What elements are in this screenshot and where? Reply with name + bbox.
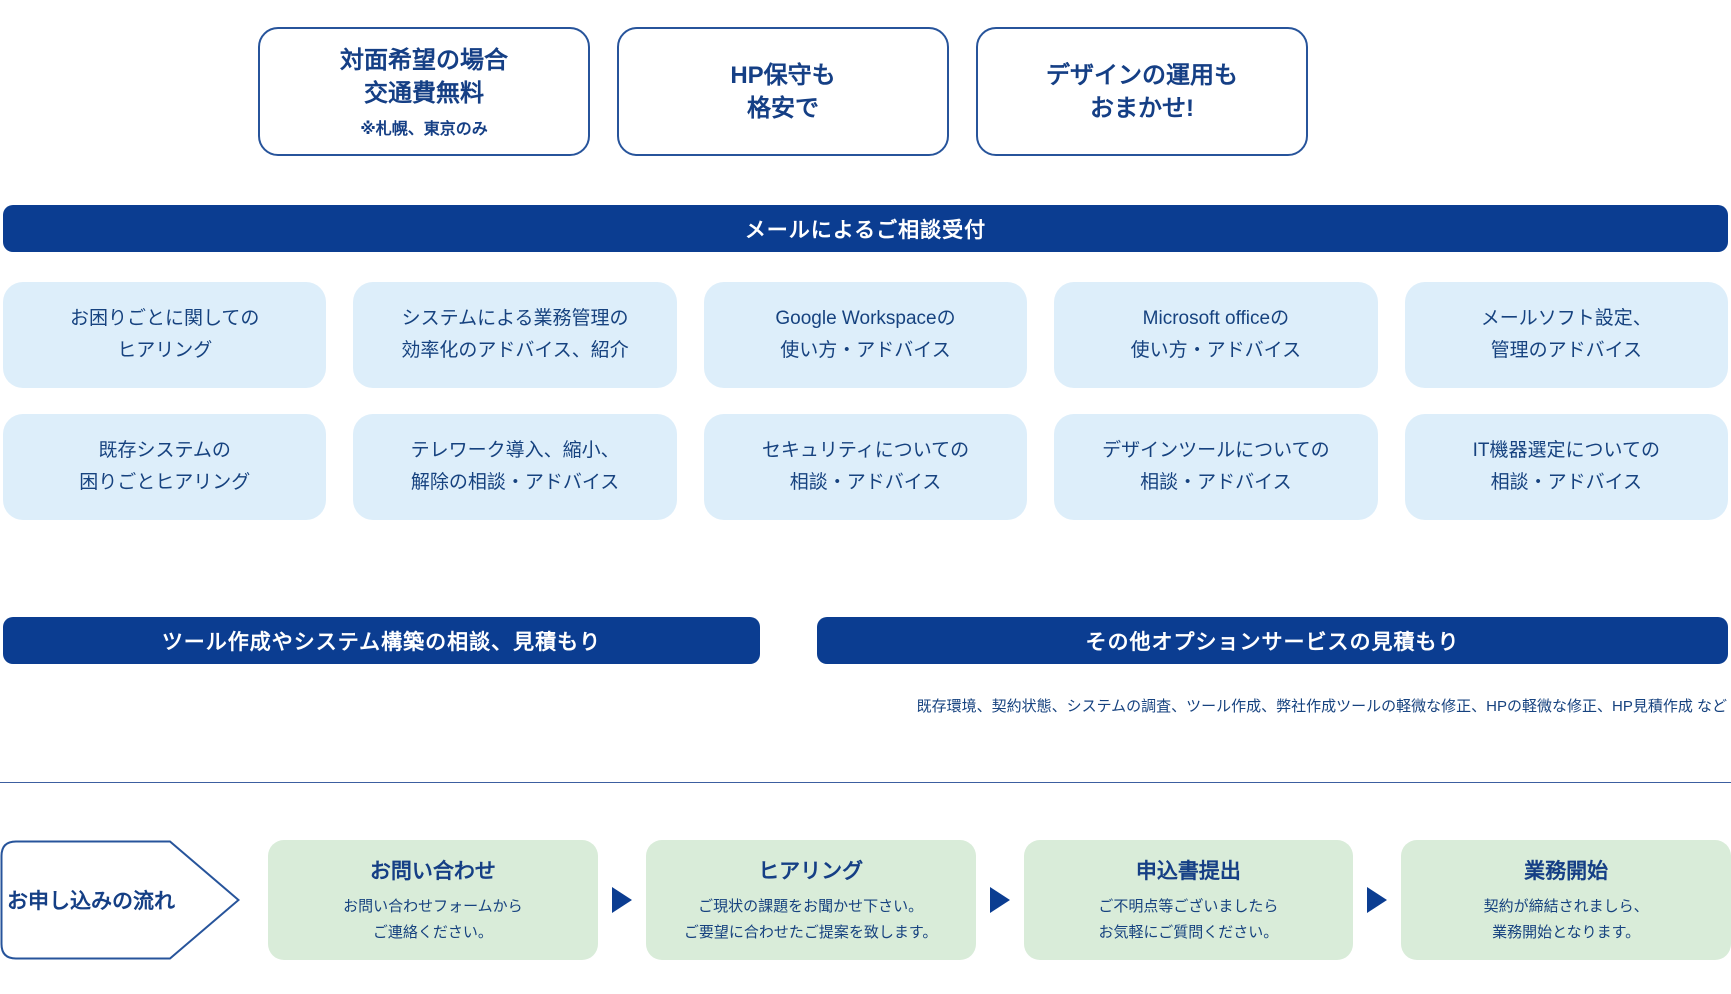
consult-line: メールソフト設定、	[1480, 308, 1652, 329]
flow-step-desc: 契約が締結されましら、 業務開始となります。	[1483, 897, 1649, 941]
consult-line: 相談・アドバイス	[1140, 472, 1292, 493]
consult-card-hearing: お困りごとに関しての ヒアリング	[3, 282, 327, 388]
consult-line: 困りごとヒアリング	[79, 472, 251, 493]
consult-line: テレワーク導入、縮小、	[410, 440, 620, 461]
consult-line: デザインツールについての	[1102, 440, 1330, 461]
consult-card-design-tools: デザインツールについての 相談・アドバイス	[1054, 414, 1378, 520]
badge-title: 格安で	[747, 94, 819, 122]
badge-title: 交通費無料	[364, 80, 484, 107]
consult-line: 解除の相談・アドバイス	[410, 472, 620, 493]
badge-title: 対面希望の場合	[340, 47, 508, 74]
consult-card-it-equipment: IT機器選定についての 相談・アドバイス	[1404, 414, 1728, 520]
option-service-note: 既存環境、契約状態、システムの調査、ツール作成、弊社作成ツールの軽微な修正、HP…	[916, 698, 1727, 715]
pointer-shape	[0, 840, 240, 960]
badge-free-travel: 対面希望の場合 交通費無料 ※札幌、東京のみ	[258, 27, 590, 156]
flow-arrow-icon	[611, 887, 632, 913]
badge-note: ※札幌、東京のみ	[360, 121, 488, 138]
consult-card-google-workspace: Google Workspaceの 使い方・アドバイス	[703, 282, 1028, 388]
consult-line: 使い方・アドバイス	[1130, 340, 1302, 361]
consult-card-telework: テレワーク導入、縮小、 解除の相談・アドバイス	[353, 414, 677, 520]
consult-line: Microsoft officeの	[1142, 308, 1290, 329]
service-overview-infographic: 対面希望の場合 交通費無料 ※札幌、東京のみ HP保守も 格安で デザインの運用…	[0, 27, 1731, 994]
flow-step-title: ヒアリング	[758, 859, 864, 883]
consult-line: システムによる業務管理の	[401, 308, 629, 329]
flow-step-desc: ご現状の課題をお聞かせ下さい。 ご要望に合わせたご提案を致します。	[683, 897, 938, 941]
consult-line: 効率化のアドバイス、紹介	[401, 340, 629, 361]
consult-line: IT機器選定についての	[1472, 440, 1660, 461]
badge-title: おまかせ!	[1090, 94, 1194, 122]
section-divider	[0, 782, 1731, 783]
flow-step-inquiry: お問い合わせ お問い合わせフォームから ご連絡ください。	[268, 840, 598, 960]
consult-line: ヒアリング	[117, 340, 213, 361]
badge-design-operation: デザインの運用も おまかせ!	[976, 27, 1308, 156]
top-badges-row: 対面希望の場合 交通費無料 ※札幌、東京のみ HP保守も 格安で デザインの運用…	[258, 27, 1731, 156]
consult-line: 管理のアドバイス	[1490, 340, 1642, 361]
consult-card-security: セキュリティについての 相談・アドバイス	[703, 414, 1028, 520]
flow-step-desc: お問い合わせフォームから ご連絡ください。	[343, 897, 523, 941]
flow-step-hearing: ヒアリング ご現状の課題をお聞かせ下さい。 ご要望に合わせたご提案を致します。	[645, 840, 976, 960]
tool-system-estimate-banner: ツール作成やシステム構築の相談、見積もり	[3, 617, 760, 664]
consultation-grid: お困りごとに関しての ヒアリング システムによる業務管理の 効率化のアドバイス、…	[3, 282, 1728, 520]
consult-line: 使い方・アドバイス	[780, 340, 951, 361]
consult-card-existing-system: 既存システムの 困りごとヒアリング	[3, 414, 327, 520]
application-flow: お申し込みの流れ お問い合わせ お問い合わせフォームから ご連絡ください。 ヒア…	[0, 840, 1731, 960]
flow-arrow-icon	[1367, 887, 1388, 913]
flow-step-start: 業務開始 契約が締結されましら、 業務開始となります。	[1401, 840, 1731, 960]
flow-arrow-icon	[989, 887, 1010, 913]
flow-step-title: 業務開始	[1524, 859, 1609, 883]
flow-step-desc: ご不明点等ございましたら お気軽にご質問ください。	[1098, 897, 1279, 941]
flow-step-title: 申込書提出	[1135, 859, 1241, 883]
consult-line: Google Workspaceの	[775, 308, 956, 329]
consult-line: 既存システムの	[98, 440, 231, 461]
badge-hp-maintenance: HP保守も 格安で	[617, 27, 949, 156]
consult-card-mail-software: メールソフト設定、 管理のアドバイス	[1404, 282, 1728, 388]
consult-line: 相談・アドバイス	[1490, 472, 1642, 493]
mail-consultation-banner: メールによるご相談受付	[3, 205, 1728, 252]
flow-step-application: 申込書提出 ご不明点等ございましたら お気軽にご質問ください。	[1023, 840, 1354, 960]
badge-title: デザインの運用も	[1046, 61, 1238, 89]
estimate-banners-row: ツール作成やシステム構築の相談、見積もり その他オプションサービスの見積もり	[3, 617, 1728, 664]
consult-card-system-efficiency: システムによる業務管理の 効率化のアドバイス、紹介	[353, 282, 677, 388]
flow-label-pointer: お申し込みの流れ	[0, 840, 240, 960]
flow-step-title: お問い合わせ	[369, 859, 496, 883]
consult-line: セキュリティについての	[761, 440, 970, 461]
consult-line: 相談・アドバイス	[789, 472, 942, 493]
badge-title: HP保守も	[730, 61, 836, 89]
consult-line: お困りごとに関しての	[69, 308, 260, 329]
option-service-estimate-banner: その他オプションサービスの見積もり	[817, 617, 1728, 664]
consult-card-microsoft-office: Microsoft officeの 使い方・アドバイス	[1054, 282, 1378, 388]
flow-label: お申し込みの流れ	[7, 890, 175, 913]
